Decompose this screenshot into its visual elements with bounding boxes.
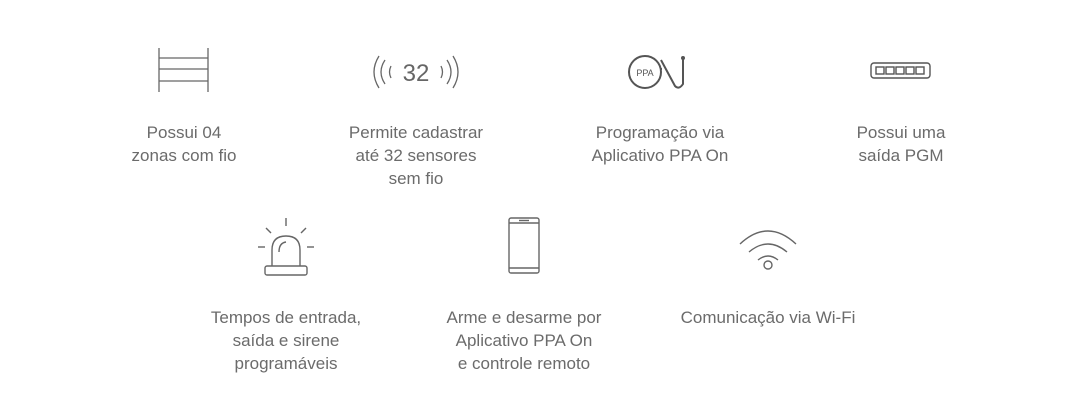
- zones-icon: [158, 48, 209, 92]
- wifi-icon: [739, 230, 797, 270]
- wireless-32-icon: 32: [373, 55, 459, 89]
- feature-label-line: zonas com fio: [131, 146, 237, 165]
- feature-label-line: sem fio: [388, 169, 444, 188]
- feature-label-line: Aplicativo PPA On: [455, 331, 593, 350]
- feature-label-line: saída PGM: [858, 146, 944, 165]
- feature-label-line: até 32 sensores: [355, 146, 477, 165]
- icon-number: 32: [403, 60, 430, 87]
- feature-label-line: Possui uma: [856, 123, 946, 142]
- feature-label-line: saída e sirene: [232, 331, 340, 350]
- icon-text: PPA: [636, 68, 653, 78]
- ppa-on-logo-icon: PPA: [628, 55, 685, 89]
- feature-label-line: e controle remoto: [457, 354, 591, 373]
- feature-label-line: programáveis: [234, 354, 338, 373]
- siren-icon: [258, 218, 314, 276]
- feature-label-line: Aplicativo PPA On: [591, 146, 729, 165]
- smartphone-icon: [508, 217, 540, 274]
- feature-label-line: Arme e desarme por: [446, 308, 602, 327]
- pgm-output-icon: [870, 62, 931, 79]
- feature-label-line: Tempos de entrada,: [210, 308, 362, 327]
- feature-label-line: Possui 04: [146, 123, 222, 142]
- feature-label-line: Comunicação via Wi-Fi: [680, 308, 856, 327]
- feature-label-line: Programação via: [595, 123, 725, 142]
- feature-label-line: Permite cadastrar: [348, 123, 484, 142]
